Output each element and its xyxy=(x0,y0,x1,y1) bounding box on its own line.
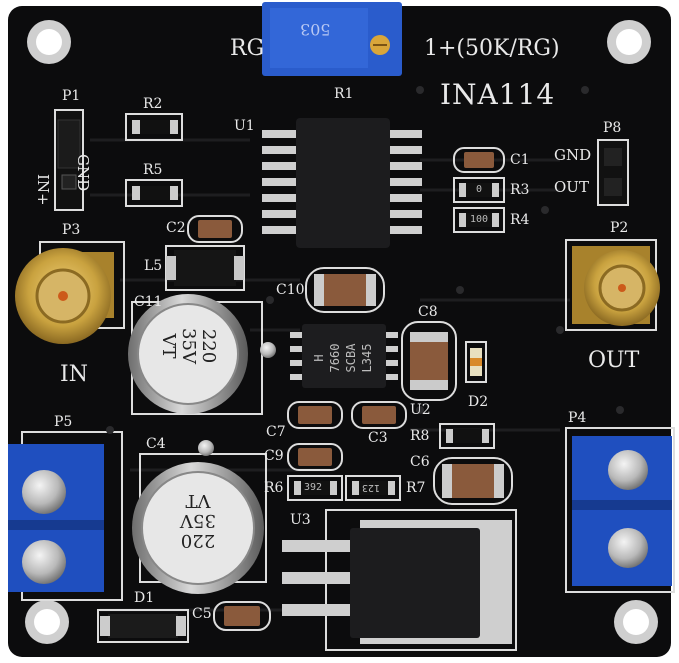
capacitor-c1 xyxy=(453,147,505,173)
p4-label: P4 xyxy=(568,410,587,426)
trimmer-potentiometer[interactable] xyxy=(262,2,402,76)
resistor-r7 xyxy=(345,475,401,501)
sma-connector-p3[interactable] xyxy=(15,241,125,344)
c4-value: 220 xyxy=(180,530,216,551)
resistor-r8 xyxy=(439,423,495,449)
u2-part: 7660 xyxy=(328,343,342,373)
ic-u2-7660 xyxy=(290,324,398,388)
c3-label: C3 xyxy=(368,430,388,446)
c2-label: C2 xyxy=(166,220,186,236)
u1-label: U1 xyxy=(234,118,255,134)
pin-header-p8[interactable] xyxy=(597,139,629,206)
capacitor-c10 xyxy=(305,267,385,313)
voltage-regulator-u3 xyxy=(282,509,517,651)
capacitor-c8 xyxy=(401,321,457,401)
chip-name-label: INA114 xyxy=(440,78,556,111)
c4-label: C4 xyxy=(146,436,166,452)
p5-label: P5 xyxy=(54,414,73,430)
r7-code: 123 xyxy=(362,482,381,493)
c11-label: C11 xyxy=(134,294,163,310)
u3-label: U3 xyxy=(290,512,311,528)
gnd-left-label: GND xyxy=(74,154,92,192)
electrolytic-capacitor-c11 xyxy=(128,294,276,415)
c7-label: C7 xyxy=(266,424,286,440)
r6-label: R6 xyxy=(264,480,284,496)
in-label: IN xyxy=(60,362,88,387)
r4-code: 100 xyxy=(470,214,489,225)
resistor-r6 xyxy=(287,475,343,501)
vias xyxy=(106,86,624,434)
capacitor-c7 xyxy=(287,401,343,429)
gain-formula-label: 1+(50K/RG) xyxy=(424,36,560,61)
u2-label: U2 xyxy=(410,402,431,418)
r7-label: R7 xyxy=(406,480,426,496)
led-d2 xyxy=(465,341,487,383)
capacitor-c2 xyxy=(187,215,243,243)
mounting-hole-bl xyxy=(25,600,69,644)
u2-mark-h: H xyxy=(312,354,326,362)
c4-series: VT xyxy=(185,490,211,511)
mounting-hole-tl xyxy=(27,20,71,64)
c11-voltage: 35V xyxy=(178,328,199,364)
r1-label: R1 xyxy=(334,86,354,102)
electrolytic-capacitor-c4 xyxy=(132,440,267,594)
c4-marking: 220 35V VT xyxy=(160,490,236,551)
out-label: OUT xyxy=(588,348,640,373)
mounting-hole-br xyxy=(614,600,658,644)
pot-code: 503 xyxy=(300,20,331,39)
capacitor-c9 xyxy=(287,443,343,471)
c9-label: C9 xyxy=(264,448,284,464)
capacitor-c3 xyxy=(351,401,407,429)
screw-terminal-p4[interactable] xyxy=(565,427,675,593)
r8-label: R8 xyxy=(410,428,430,444)
u2-batch: SCBA xyxy=(344,343,358,373)
capacitor-c5 xyxy=(213,601,271,631)
c11-marking: 220 35V VT xyxy=(158,308,219,384)
c6-label: C6 xyxy=(410,454,430,470)
p8-label: P8 xyxy=(603,120,622,136)
r2-label: R2 xyxy=(143,96,163,112)
in-plus-label: IN+ xyxy=(34,174,52,206)
r4-label: R4 xyxy=(510,212,530,228)
u2-marking: H 7660 SCBA L345 xyxy=(311,321,375,395)
c11-value: 220 xyxy=(198,328,219,364)
resistor-r4 xyxy=(453,207,505,233)
ic-u1-ina114 xyxy=(262,118,422,248)
r3-code: 0 xyxy=(476,184,483,195)
resistor-r2 xyxy=(125,113,183,141)
resistor-r5 xyxy=(125,179,183,207)
c11-series: VT xyxy=(158,333,179,359)
r3-label: R3 xyxy=(510,182,530,198)
gnd-right-label: GND xyxy=(554,146,592,164)
sma-connector-p2[interactable] xyxy=(565,239,660,331)
c5-label: C5 xyxy=(192,606,212,622)
resistor-r3 xyxy=(453,177,505,203)
rg-label: RG xyxy=(230,36,265,61)
r6-code: 392 xyxy=(304,482,323,493)
u2-lot: L345 xyxy=(360,343,374,373)
c8-label: C8 xyxy=(418,304,438,320)
c1-label: C1 xyxy=(510,152,530,168)
screw-terminal-p5[interactable] xyxy=(8,431,123,601)
d2-label: D2 xyxy=(468,394,489,410)
p2-label: P2 xyxy=(610,220,629,236)
d1-label: D1 xyxy=(134,590,155,606)
jumper-header-p1[interactable] xyxy=(54,109,84,211)
r5-label: R5 xyxy=(143,162,163,178)
diode-d1 xyxy=(97,609,189,643)
capacitor-c6 xyxy=(433,457,513,505)
inductor-l5 xyxy=(165,245,245,291)
p3-label: P3 xyxy=(62,222,81,238)
c4-voltage: 35V xyxy=(180,510,216,531)
out-right-label: OUT xyxy=(554,178,589,196)
mounting-hole-tr xyxy=(607,20,651,64)
l5-label: L5 xyxy=(144,258,163,274)
p1-label: P1 xyxy=(62,88,81,104)
c10-label: C10 xyxy=(276,282,305,298)
